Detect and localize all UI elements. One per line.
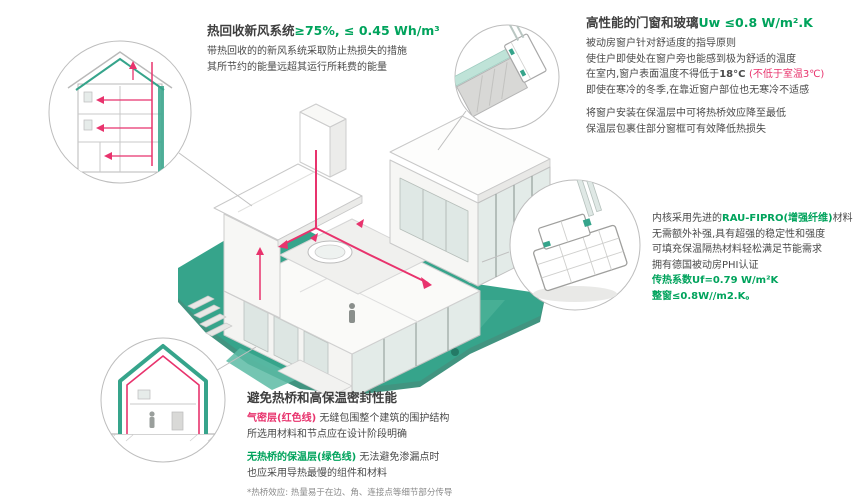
- frame-profile-detail-circle: [509, 179, 641, 311]
- insulation-layer-label: 无热桥的保温层(绿色线): [247, 452, 357, 463]
- leader-lines: [178, 110, 510, 373]
- windows-line5: 将窗户安装在保温层中可将热桥效应降至最低: [586, 108, 786, 119]
- heat-recovery-title-dark: 热回收新风系统: [207, 23, 295, 38]
- windows-body: 被动房窗户针对舒适度的指导原则 使住户即使处在窗户旁也能感到极为舒适的温度 在室…: [586, 36, 862, 137]
- windows-line3-red-note: (不低于室温3℃): [748, 69, 825, 80]
- thermal-line2: 所选用材料和节点应在设计阶段明确: [247, 428, 407, 440]
- heat-recovery-line1: 带热回收的的新风系统采取防止热损失的措施: [207, 46, 407, 57]
- person-figure: [349, 303, 355, 323]
- thermal-bridge-footnote: *热桥效应: 热量易于在边、角、连接点等细节部分传导: [247, 488, 453, 498]
- profile-material-name: RAU-FIPRO(增强纤维): [722, 213, 833, 224]
- window-install-detail-circle: [454, 24, 560, 130]
- heat-recovery-title-value: ≥75%, ≤ 0.45 Wh/m³: [294, 23, 440, 38]
- ventilation-detail-circle: [48, 40, 192, 184]
- profile-section: 内核采用先进的RAU-FIPRO(增强纤维)材料 无需额外补强,具有超强的稳定性…: [652, 211, 865, 304]
- heat-recovery-section: 热回收新风系统≥75%, ≤ 0.45 Wh/m³ 带热回收的的新风系统采取防止…: [207, 20, 487, 75]
- thermal-bridge-title: 避免热桥和高保温密封性能: [247, 390, 398, 405]
- windows-title-dark: 高性能的门窗和玻璃: [586, 15, 699, 30]
- windows-line4: 即使在寒冷的冬季,在靠近窗户部位也无寒冷不适感: [586, 84, 810, 96]
- thermal-bridge-section: 避免热桥和高保温密封性能 气密层(红色线) 无缝包围整个建筑的围护结构 所选用材…: [247, 387, 557, 500]
- profile-line3: 可填充保温隔热材料轻松满足节能需求: [652, 244, 822, 255]
- profile-line1: 内核采用先进的RAU-FIPRO(增强纤维)材料: [652, 213, 853, 224]
- windows-line3: 在室内,窗户表面温度不得低于18°C (不低于室温3℃): [586, 69, 825, 80]
- windows-section: 高性能的门窗和玻璃Uw ≤0.8 W/m².K 被动房窗户针对舒适度的指导原则 …: [586, 12, 862, 137]
- profile-uf-value: 传热系数Uf=0.79 W/m²K: [652, 275, 779, 286]
- profile-uw-value: 整窗≤0.8W//m2.K。: [652, 290, 756, 302]
- windows-line6: 保温层包裹住部分窗框可有效降低热损失: [586, 123, 766, 135]
- profile-line4: 拥有德国被动房PHI认证: [652, 259, 759, 271]
- house-cutaway: [187, 103, 551, 399]
- windows-title: 高性能的门窗和玻璃Uw ≤0.8 W/m².K: [586, 12, 862, 31]
- windows-title-value: Uw ≤0.8 W/m².K: [698, 15, 813, 30]
- thermal-line4: 也应采用导热最慢的组件和材料: [247, 467, 387, 479]
- thermal-bridge-body: 气密层(红色线) 无缝包围整个建筑的围护结构 所选用材料和节点应在设计阶段明确 …: [247, 411, 557, 500]
- airtight-layer-label: 气密层(红色线): [247, 413, 317, 424]
- heat-recovery-title: 热回收新风系统≥75%, ≤ 0.45 Wh/m³: [207, 20, 487, 39]
- heat-recovery-body: 带热回收的的新风系统采取防止热损失的措施 其所节约的能量远超其运行所耗费的能量: [207, 44, 487, 75]
- thermal-line3: 无热桥的保温层(绿色线) 无法避免渗漏点时: [247, 452, 440, 463]
- section-insulation-detail-circle: [100, 337, 226, 463]
- profile-body: 内核采用先进的RAU-FIPRO(增强纤维)材料 无需额外补强,具有超强的稳定性…: [652, 211, 865, 304]
- windows-line1: 被动房窗户针对舒适度的指导原则: [586, 38, 736, 49]
- thermal-line1: 气密层(红色线) 无缝包围整个建筑的围护结构: [247, 413, 450, 424]
- windows-line2: 使住户即使处在窗户旁也能感到极为舒适的温度: [586, 53, 796, 65]
- profile-line2: 无需额外补强,具有超强的稳定性和强度: [652, 228, 826, 240]
- exterior-stairs: [187, 295, 233, 337]
- heat-recovery-line2: 其所节约的能量远超其运行所耗费的能量: [207, 61, 387, 73]
